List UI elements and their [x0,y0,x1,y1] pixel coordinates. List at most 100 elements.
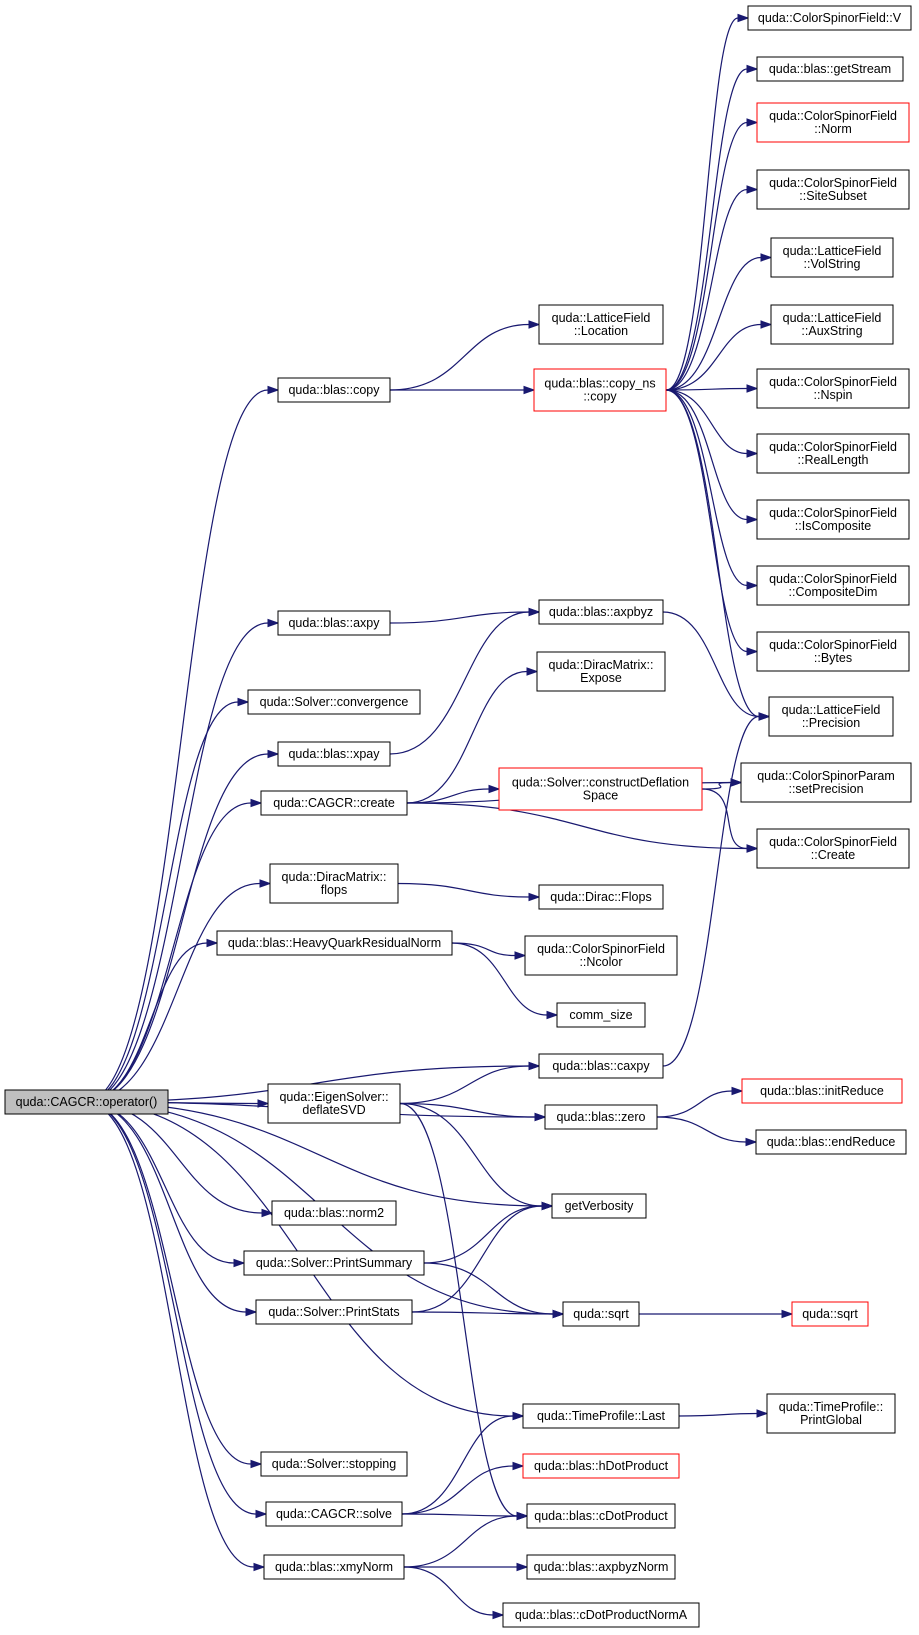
call-edge-axpbyz-to-precision [662,611,771,721]
node-copyns[interactable]: quda::blas::copy_ns::copy [533,368,667,412]
node-sitesubset-label-line-0: quda::ColorSpinorField [769,176,897,190]
node-compositedim[interactable]: quda::ColorSpinorField::CompositeDim [756,565,910,606]
node-auxstring[interactable]: quda::LatticeField::AuxString [770,304,894,345]
node-dmflops[interactable]: quda::DiracMatrix::flops [269,863,399,904]
node-lflocation-label-line-1: ::Location [574,324,628,338]
node-copy[interactable]: quda::blas::copy [277,377,391,403]
node-csfcreate-label-line-0: quda::ColorSpinorField [769,835,897,849]
node-sitesubset-label-line-1: ::SiteSubset [799,189,867,203]
node-reallength-label-line-0: quda::ColorSpinorField [769,440,897,454]
node-hqnorm[interactable]: quda::blas::HeavyQuarkResidualNorm [216,930,453,956]
node-csfnorm-label-line-1: ::Norm [814,122,852,136]
node-printglobal[interactable]: quda::TimeProfile::PrintGlobal [766,1393,896,1434]
node-nspin-label-line-1: ::Nspin [814,388,853,402]
node-csfnorm-label-line-0: quda::ColorSpinorField [769,109,897,123]
node-axpbyz[interactable]: quda::blas::axpbyz [538,599,664,625]
node-zero[interactable]: quda::blas::zero [544,1104,658,1130]
node-commsize-label-line-0: comm_size [569,1008,632,1022]
node-printsummary[interactable]: quda::Solver::PrintSummary [243,1250,425,1276]
node-dmexpose[interactable]: quda::DiracMatrix::Expose [536,651,666,692]
node-qsqrt2-label-line-0: quda::sqrt [802,1307,858,1321]
node-nspin[interactable]: quda::ColorSpinorField::Nspin [756,368,910,409]
node-qsqrt[interactable]: quda::sqrt [562,1301,640,1327]
call-edge-dmflops-to-diracflops [397,882,541,902]
node-sitesubset[interactable]: quda::ColorSpinorField::SiteSubset [756,169,910,210]
node-csfcreate-label-line-1: ::Create [811,848,856,862]
node-iscomposite-label-line-1: ::IsComposite [795,519,871,533]
node-printglobal-label-line-0: quda::TimeProfile:: [779,1400,883,1414]
node-ncolor[interactable]: quda::ColorSpinorField::Ncolor [524,935,678,976]
node-setprecision[interactable]: quda::ColorSpinorParam::setPrecision [740,762,912,803]
call-edge-zero-to-endreduce [656,1116,758,1147]
node-precision-label-line-1: ::Precision [802,716,860,730]
node-setprecision-label-line-0: quda::ColorSpinorParam [757,769,895,783]
node-hdot[interactable]: quda::blas::hDotProduct [522,1453,680,1479]
node-xpay-label-line-0: quda::blas::xpay [288,747,380,761]
node-lflocation[interactable]: quda::LatticeField::Location [538,304,664,345]
node-norm2[interactable]: quda::blas::norm2 [271,1200,397,1226]
call-edge-copyns-to-iscomposite [665,389,759,524]
node-csfv[interactable]: quda::ColorSpinorField::V [747,5,912,31]
node-auxstring-label-line-1: ::AuxString [801,324,862,338]
node-volstring[interactable]: quda::LatticeField::VolString [770,237,894,278]
node-stopping[interactable]: quda::Solver::stopping [260,1451,408,1477]
node-getverbosity[interactable]: getVerbosity [551,1193,647,1219]
call-edge-copyns-to-auxstring [665,320,773,391]
node-deflatesvd-label-line-0: quda::EigenSolver:: [279,1090,388,1104]
node-csfcreate[interactable]: quda::ColorSpinorField::Create [756,828,910,869]
node-precision[interactable]: quda::LatticeField::Precision [768,696,894,737]
node-axpy[interactable]: quda::blas::axpy [277,610,391,636]
node-lflocation-label-line-0: quda::LatticeField [552,311,651,325]
node-axpbyznorm[interactable]: quda::blas::axpbyzNorm [526,1554,676,1580]
node-printstats-label-line-0: quda::Solver::PrintStats [268,1305,399,1319]
node-csfnorm[interactable]: quda::ColorSpinorField::Norm [756,102,910,143]
call-edge-root-to-printsummary [84,1101,246,1268]
node-tplast[interactable]: quda::TimeProfile::Last [522,1403,680,1429]
node-cdotnorma-label-line-0: quda::blas::cDotProductNormA [515,1608,688,1622]
call-edge-root-to-copy [84,385,280,1103]
node-reallength[interactable]: quda::ColorSpinorField::RealLength [756,433,910,474]
node-endreduce-label-line-0: quda::blas::endReduce [767,1135,896,1149]
node-cdotnorma[interactable]: quda::blas::cDotProductNormA [502,1602,700,1628]
call-edge-copyns-to-compositedim [665,389,759,590]
node-bytes[interactable]: quda::ColorSpinorField::Bytes [756,631,910,672]
node-volstring-label-line-1: ::VolString [804,257,861,271]
node-xpay[interactable]: quda::blas::xpay [277,741,391,767]
node-commsize[interactable]: comm_size [556,1002,646,1028]
node-solve-label-line-0: quda::CAGCR::solve [276,1507,392,1521]
call-edge-copyns-to-getstream [665,64,759,391]
node-dmflops-label-line-1: flops [321,883,347,897]
node-iscomposite[interactable]: quda::ColorSpinorField::IsComposite [756,499,910,540]
node-root[interactable]: quda::CAGCR::operator() [4,1089,169,1115]
node-diracflops[interactable]: quda::Dirac::Flops [538,884,664,910]
node-qsqrt2[interactable]: quda::sqrt [791,1301,869,1327]
call-edge-copyns-to-reallength [665,389,759,458]
call-edge-hqnorm-to-commsize [451,942,559,1020]
node-cdot[interactable]: quda::blas::cDotProduct [526,1503,676,1529]
node-initreduce[interactable]: quda::blas::initReduce [741,1078,903,1104]
call-edge-cdspace-to-csfcreate [701,788,759,853]
call-edge-xmynorm-to-cdot [403,1511,529,1568]
node-caxpy[interactable]: quda::blas::caxpy [538,1053,664,1079]
node-solve[interactable]: quda::CAGCR::solve [265,1501,403,1527]
call-edge-copyns-to-volstring [665,253,773,391]
call-edge-deflatesvd-to-caxpy [399,1061,541,1105]
node-endreduce[interactable]: quda::blas::endReduce [755,1129,907,1155]
call-edge-qsqrt-to-qsqrt2 [639,1309,794,1319]
node-convergence[interactable]: quda::Solver::convergence [247,689,421,715]
node-ncolor-label-line-0: quda::ColorSpinorField [537,942,665,956]
node-getstream[interactable]: quda::blas::getStream [756,56,904,82]
call-edge-xmynorm-to-cdotnorma [403,1566,505,1620]
node-xmynorm[interactable]: quda::blas::xmyNorm [263,1554,405,1580]
node-axpbyznorm-label-line-0: quda::blas::axpbyzNorm [534,1560,669,1574]
node-axpy-label-line-0: quda::blas::axpy [288,616,380,630]
node-printstats[interactable]: quda::Solver::PrintStats [255,1299,413,1325]
node-hdot-label-line-0: quda::blas::hDotProduct [534,1459,669,1473]
call-edge-create-to-dmexpose [406,667,539,804]
node-cdot-label-line-0: quda::blas::cDotProduct [534,1509,668,1523]
call-edge-root-to-convergence [84,697,250,1103]
node-reallength-label-line-1: ::RealLength [798,453,869,467]
node-create[interactable]: quda::CAGCR::create [260,790,408,816]
node-deflatesvd[interactable]: quda::EigenSolver::deflateSVD [267,1083,401,1124]
